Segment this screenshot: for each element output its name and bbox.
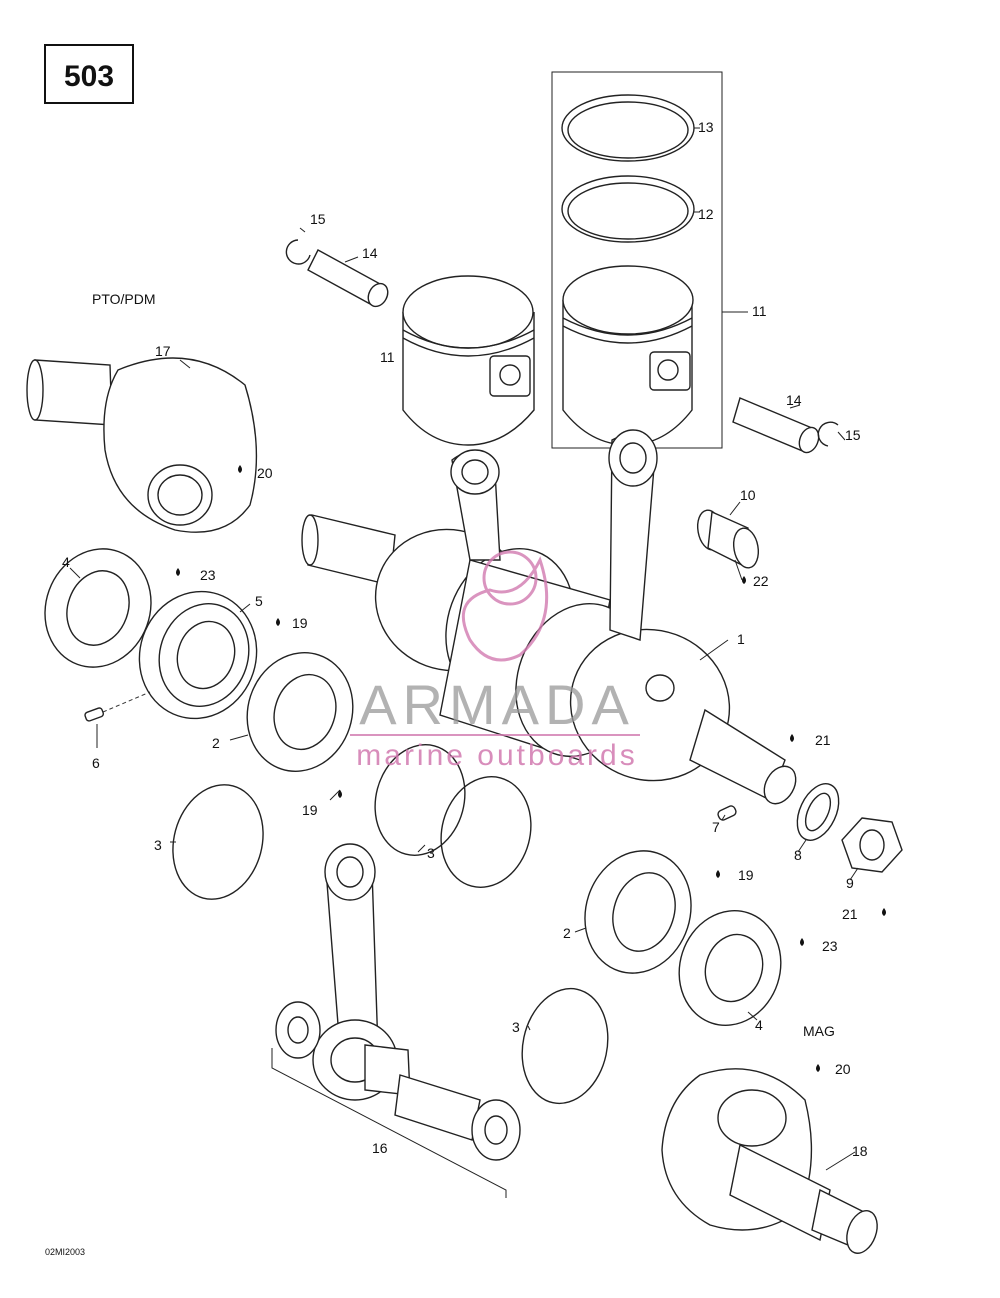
crankshaft-assembly	[301, 429, 797, 805]
callout-16: 16	[372, 1140, 388, 1156]
footer-code: 02MI2003	[45, 1247, 85, 1257]
watermark-brand: ARMADA	[359, 673, 635, 736]
leader-lines	[69, 127, 859, 1171]
watermark-tagline: marine outboards	[356, 739, 637, 772]
callout-4-right: 4	[755, 1017, 763, 1033]
o-ring-3-lower	[521, 987, 609, 1105]
callout-18: 18	[852, 1143, 868, 1159]
o-ring-3-left	[172, 784, 264, 900]
piston-ring-13	[561, 94, 695, 162]
wrist-pin-right	[732, 397, 820, 454]
lubricant-markers	[176, 465, 886, 1072]
callout-2-left: 2	[212, 735, 220, 751]
callout-19-c: 19	[738, 867, 754, 883]
bearing-2-left	[246, 652, 354, 772]
callout-23-right: 23	[822, 938, 838, 954]
callout-6: 6	[92, 755, 100, 771]
page-number-box: 503	[44, 44, 134, 104]
oil-seal-right	[678, 910, 782, 1026]
callout-4-left: 4	[62, 554, 70, 570]
callout-20-mag: 20	[835, 1061, 851, 1077]
callout-3-center: 3	[427, 845, 435, 861]
circlip-left	[285, 239, 311, 265]
lock-washer	[796, 783, 840, 841]
piston-in-kit	[562, 265, 694, 446]
crank-half-pto	[26, 357, 258, 533]
piston-ring-12	[561, 175, 695, 243]
callout-9: 9	[846, 875, 854, 891]
o-ring-3-center-a	[374, 744, 466, 856]
callout-17: 17	[155, 343, 171, 359]
callout-5: 5	[255, 593, 263, 609]
watermark: ARMADA marine outboards	[350, 550, 640, 772]
watermark-logo-icon	[461, 550, 549, 662]
callout-20-pto: 20	[257, 465, 273, 481]
callout-15-right: 15	[845, 427, 861, 443]
woodruff-key	[717, 805, 737, 821]
crank-half-mag	[661, 1068, 878, 1254]
callout-3-lower: 3	[512, 1019, 520, 1035]
dowel-pin	[84, 691, 151, 722]
bearing-5	[138, 590, 258, 720]
callout-19-a: 19	[292, 615, 308, 631]
callout-11-left: 11	[380, 349, 395, 365]
callout-14-right: 14	[786, 392, 802, 408]
callout-19-b: 19	[302, 802, 318, 818]
connecting-rod-kit	[271, 843, 521, 1198]
circlip-right	[817, 421, 839, 447]
callout-22: 22	[753, 573, 769, 589]
piston-left	[402, 275, 535, 446]
callout-1: 1	[737, 631, 745, 647]
callout-2-right: 2	[563, 925, 571, 941]
callout-11-kit: 11	[752, 303, 767, 319]
needle-bearing	[696, 509, 760, 569]
callout-21-b: 21	[842, 906, 858, 922]
callout-13: 13	[698, 119, 714, 135]
callout-3-left: 3	[154, 837, 162, 853]
oil-seal-left	[44, 548, 152, 668]
callout-15-left: 15	[310, 211, 326, 227]
mag-side-label: MAG	[803, 1023, 835, 1039]
wrist-pin-left	[307, 249, 389, 308]
bearing-2-right	[584, 850, 692, 974]
callout-10: 10	[740, 487, 756, 503]
crank-nut	[841, 817, 903, 873]
page-number: 503	[64, 60, 114, 93]
callout-23-left: 23	[200, 567, 216, 583]
callout-12: 12	[698, 206, 714, 222]
o-ring-3-center-b	[440, 776, 532, 888]
callout-8: 8	[794, 847, 802, 863]
callout-7: 7	[712, 819, 720, 835]
callout-14-left: 14	[362, 245, 378, 261]
pto-side-label: PTO/PDM	[92, 291, 156, 307]
callout-21-a: 21	[815, 732, 831, 748]
